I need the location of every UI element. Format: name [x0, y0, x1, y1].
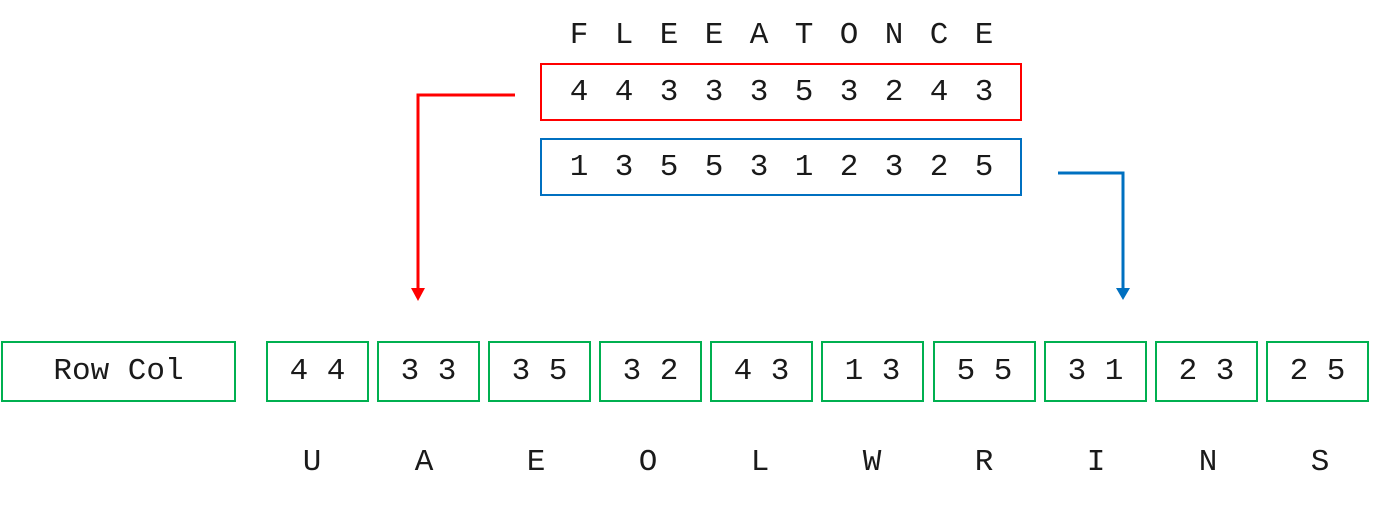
plain-letter: N	[1198, 445, 1218, 480]
key-letters-row: F L E E A T O N C E	[540, 16, 1026, 56]
key-letter: E	[974, 18, 994, 53]
row-digit: 3	[659, 75, 679, 110]
col-digit: 5	[974, 150, 994, 185]
col-digit: 3	[749, 150, 769, 185]
key-letter: F	[569, 18, 589, 53]
key-letter: A	[749, 18, 769, 53]
row-digit: 4	[614, 75, 634, 110]
plain-letter: I	[1086, 445, 1106, 480]
row-digit: 3	[974, 75, 994, 110]
pair-box: 2 3	[1155, 341, 1258, 402]
col-digit: 2	[839, 150, 859, 185]
row-digit: 3	[749, 75, 769, 110]
row-digit: 4	[569, 75, 589, 110]
row-sequence-box: 4 4 3 3 3 5 3 2 4 3	[540, 63, 1022, 121]
pair-box: 3 1	[1044, 341, 1147, 402]
key-letter: E	[704, 18, 724, 53]
col-digit: 1	[794, 150, 814, 185]
arrowhead-down-icon	[411, 288, 425, 301]
key-letter: C	[929, 18, 949, 53]
plain-letter: E	[526, 445, 546, 480]
pair-box: 2 5	[1266, 341, 1369, 402]
row-digit: 3	[704, 75, 724, 110]
col-digit: 3	[884, 150, 904, 185]
col-digit: 2	[929, 150, 949, 185]
row-digit: 4	[929, 75, 949, 110]
pair-box: 3 2	[599, 341, 702, 402]
row-digit: 2	[884, 75, 904, 110]
pair-box: 3 3	[377, 341, 480, 402]
pair-box: 1 3	[821, 341, 924, 402]
col-digit: 5	[659, 150, 679, 185]
pair-box: 3 5	[488, 341, 591, 402]
key-letter: T	[794, 18, 814, 53]
col-digit: 1	[569, 150, 589, 185]
col-sequence-box: 1 3 5 5 3 1 2 3 2 5	[540, 138, 1022, 196]
plain-letter: A	[414, 445, 434, 480]
key-letter: E	[659, 18, 679, 53]
plain-letter: L	[750, 445, 770, 480]
plain-letter: R	[974, 445, 994, 480]
arrowhead-down-icon	[1116, 288, 1130, 300]
key-letter: L	[614, 18, 634, 53]
pair-box: 4 3	[710, 341, 813, 402]
col-digit: 5	[704, 150, 724, 185]
pair-box: 5 5	[933, 341, 1036, 402]
key-letter: O	[839, 18, 859, 53]
row-digit: 3	[839, 75, 859, 110]
row-col-header-box: Row Col	[1, 341, 236, 402]
plain-letter: O	[638, 445, 658, 480]
col-digit: 3	[614, 150, 634, 185]
row-digit: 5	[794, 75, 814, 110]
row-arrow	[411, 93, 515, 301]
plain-letter: U	[302, 445, 322, 480]
plain-letter: S	[1310, 445, 1330, 480]
col-arrow	[1058, 171, 1130, 300]
pair-box: 4 4	[266, 341, 369, 402]
plain-letter: W	[862, 445, 882, 480]
key-letter: N	[884, 18, 904, 53]
